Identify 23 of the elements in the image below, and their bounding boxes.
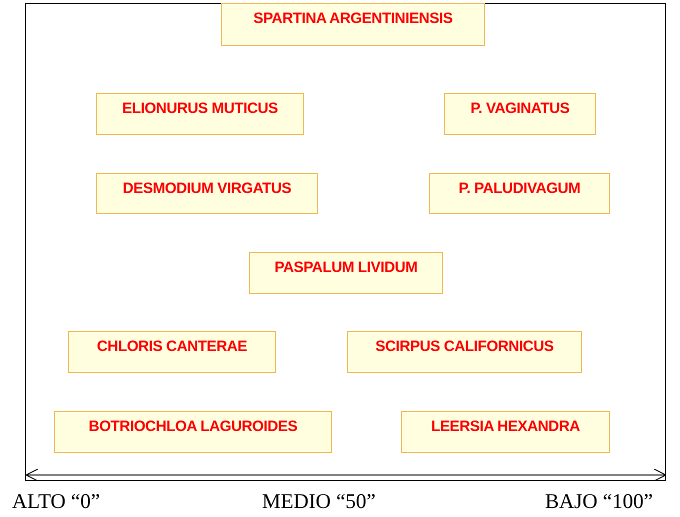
species-box: [54, 411, 332, 453]
species-name: P. VAGINATUS: [470, 100, 570, 117]
axis-label: ALTO “0”: [12, 489, 100, 514]
species-box: [96, 173, 318, 214]
species-box: [347, 331, 582, 373]
species-box: [68, 331, 276, 373]
species-name: P. PALUDIVAGUM: [458, 180, 580, 197]
species-name: BOTRIOCHLOA LAGUROIDES: [88, 418, 298, 435]
species-name: SPARTINA ARGENTINIENSIS: [253, 10, 453, 27]
species-name: CHLORIS CANTERAE: [96, 338, 248, 355]
species-name: PASPALUM LIVIDUM: [274, 259, 418, 276]
axis-label: BAJO “100”: [545, 489, 653, 514]
species-box: [444, 93, 596, 135]
species-name: ELIONURUS MUTICUS: [122, 100, 278, 117]
species-name: DESMODIUM VIRGATUS: [122, 180, 292, 197]
species-box: [221, 3, 485, 46]
axis-label: MEDIO “50”: [262, 489, 376, 514]
species-name: LEERSIA HEXANDRA: [431, 418, 580, 435]
species-box: [401, 411, 610, 453]
species-box: [249, 252, 443, 294]
species-box: [429, 173, 610, 214]
species-box: [96, 93, 304, 135]
species-name: SCIRPUS CALIFORNICUS: [375, 338, 554, 355]
